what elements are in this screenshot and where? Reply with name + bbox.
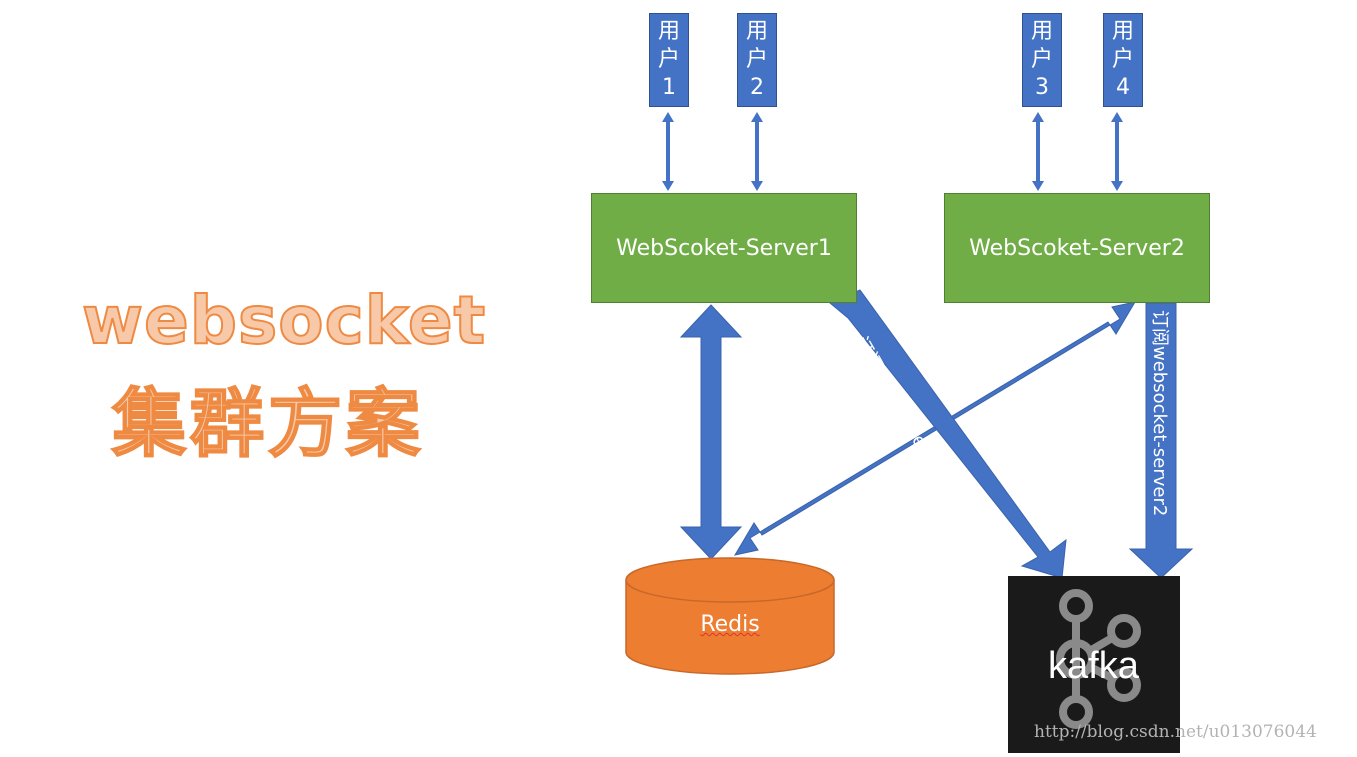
websocket-server2-label: WebScoket-Server2 [969, 235, 1185, 261]
arrow-server1-kafka [829, 289, 1067, 579]
arrow-server2-kafka [1128, 302, 1194, 579]
websocket-server1-label: WebScoket-Server1 [616, 235, 832, 261]
redis-label: Redis [626, 612, 834, 637]
redis-cylinder [625, 557, 835, 675]
user-3-char2: 户 [1030, 47, 1053, 72]
user-2-box: 用 户 2 [737, 13, 777, 107]
watermark-url: http://blog.csdn.net/u013076044 [1034, 722, 1317, 742]
websocket-server1-box: WebScoket-Server1 [591, 193, 857, 303]
user-2-char1: 用 [745, 19, 768, 44]
user-4-box: 用 户 4 [1103, 13, 1143, 107]
arrow-user4-server2 [1111, 112, 1123, 191]
kafka-label: kafka [1048, 645, 1139, 687]
user-server-arrows [662, 112, 1123, 191]
edge-label-subscribe-server2: 订阅websocket-server2 [1149, 310, 1170, 517]
title-line-cluster-scheme: 集群方案 [111, 380, 424, 468]
user-4-char2: 户 [1111, 47, 1134, 72]
user-2-char2: 户 [745, 47, 768, 72]
user-3-box: 用 户 3 [1022, 13, 1062, 107]
arrow-user3-server2 [1032, 112, 1044, 191]
user-1-char1: 用 [657, 19, 680, 44]
kafka-node [1008, 576, 1180, 753]
websocket-server2-box: WebScoket-Server2 [944, 193, 1210, 303]
user-1-box: 用 户 1 [649, 13, 689, 107]
redis-text: Redis [700, 612, 760, 637]
user-2-number: 2 [750, 75, 764, 100]
user-3-char1: 用 [1030, 19, 1053, 44]
arrow-user2-server1 [751, 112, 763, 191]
user-4-char1: 用 [1111, 19, 1134, 44]
arrow-server1-redis [679, 304, 743, 560]
arrow-server2-redis [733, 301, 1137, 556]
kafka-logo-icon [1056, 589, 1141, 729]
user-1-number: 1 [662, 75, 676, 100]
user-1-char2: 户 [657, 47, 680, 72]
user-3-number: 3 [1035, 75, 1049, 100]
title-line-websocket: websocket [81, 281, 487, 360]
arrow-user1-server1 [662, 112, 674, 191]
user-4-number: 4 [1116, 75, 1130, 100]
